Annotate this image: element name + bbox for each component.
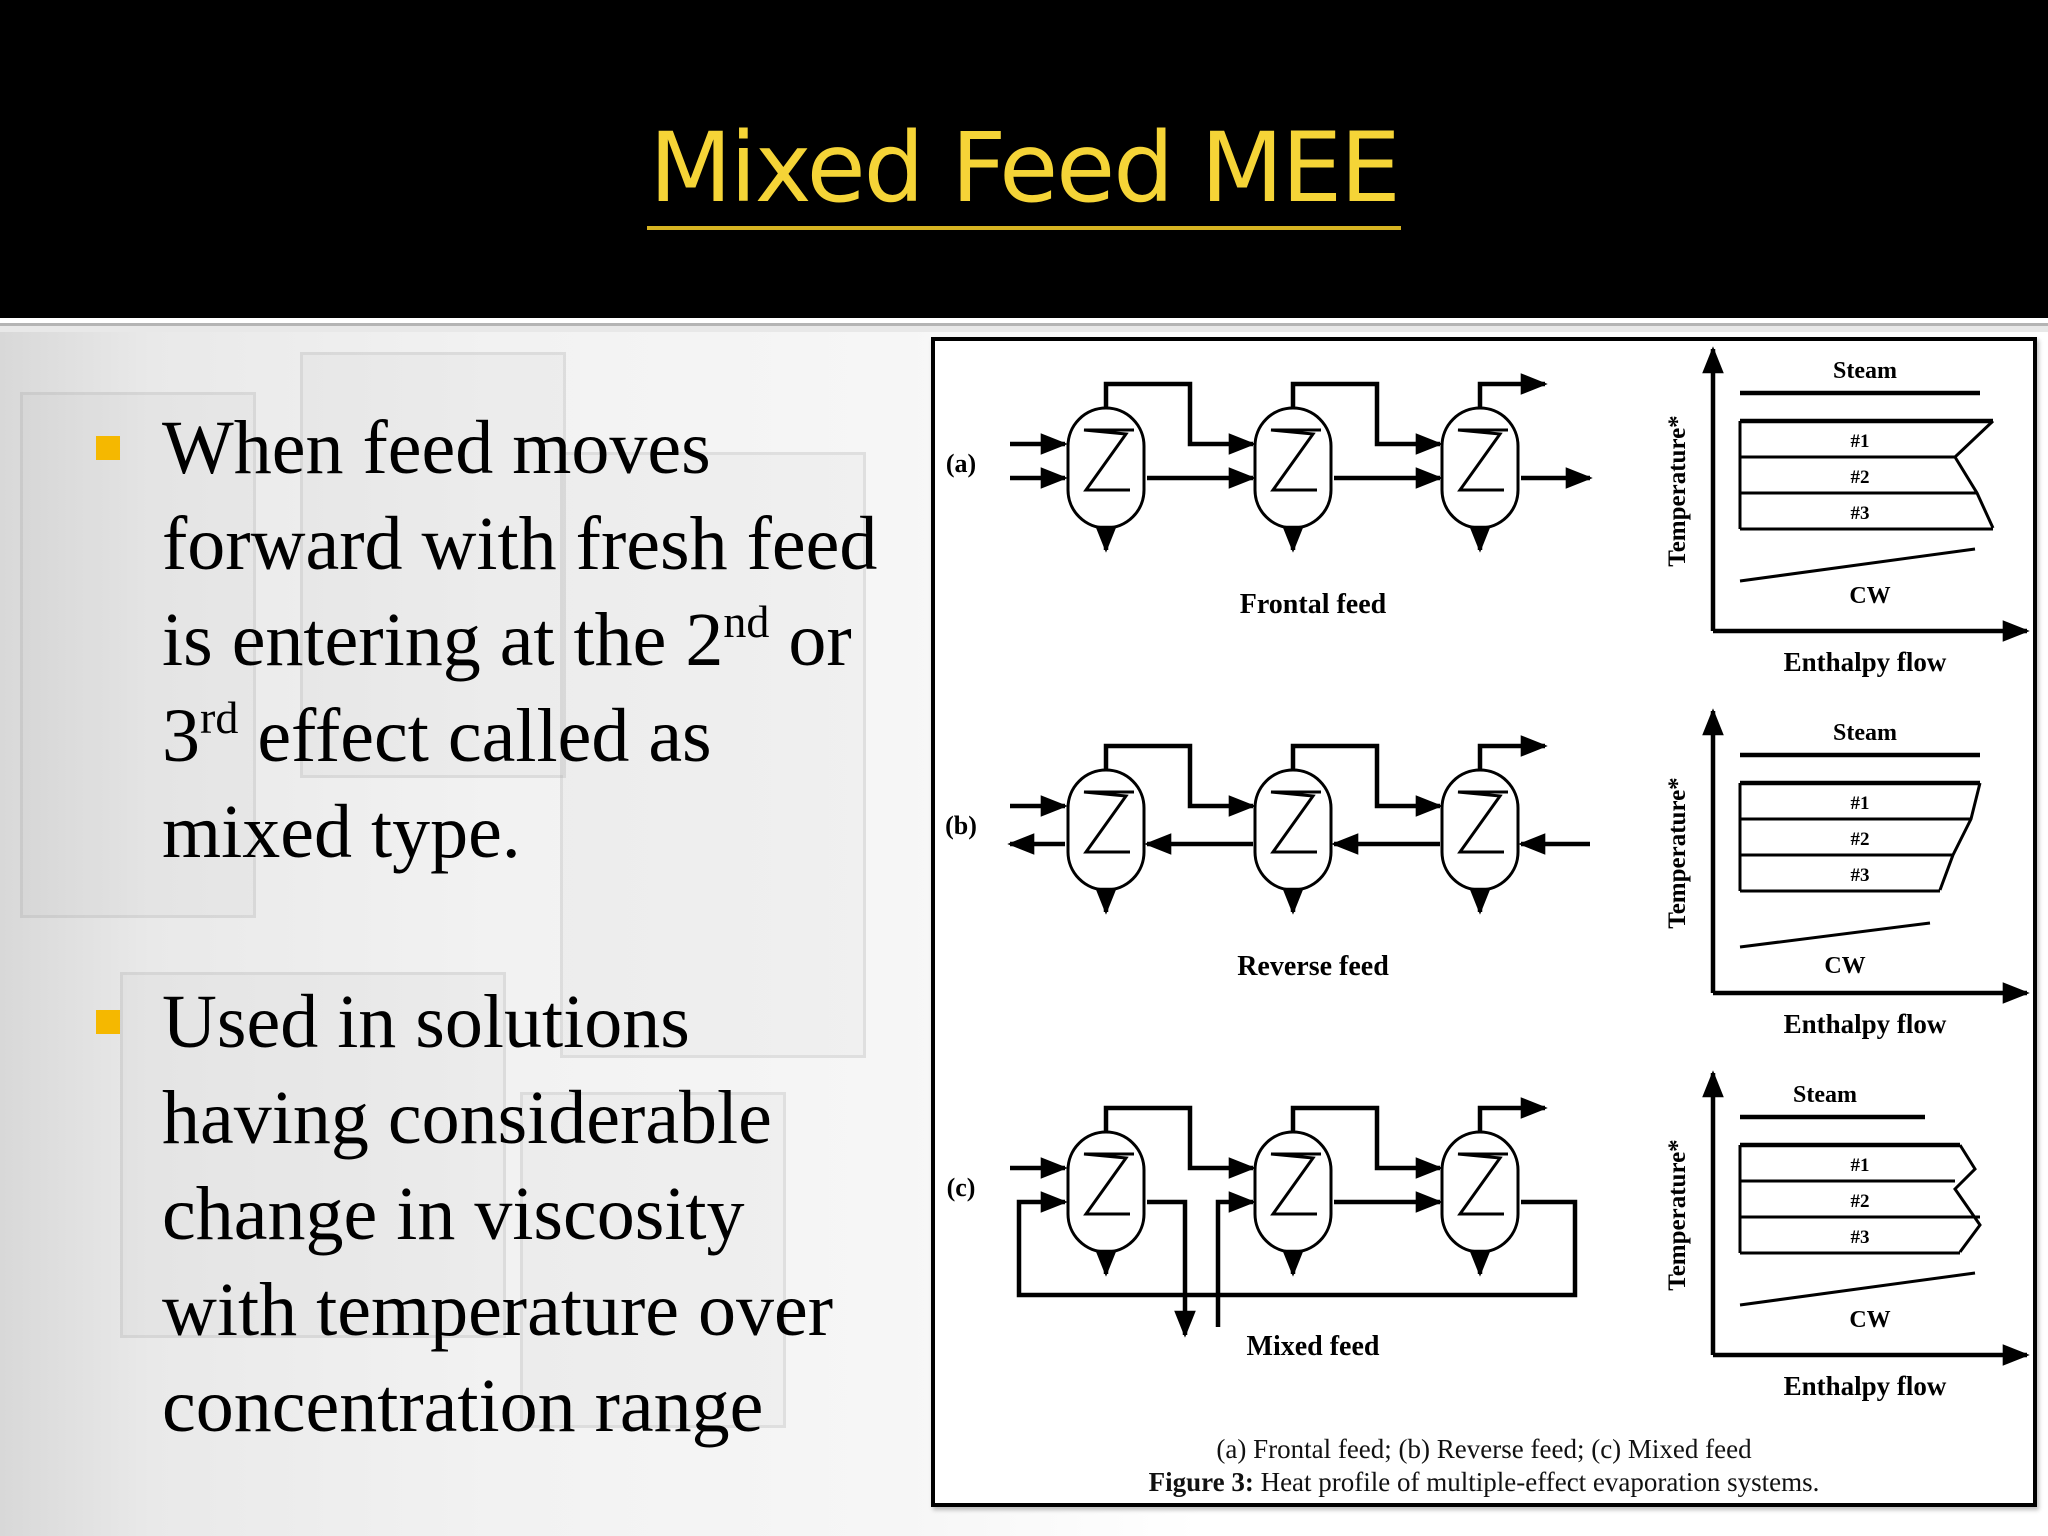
figure-caption: Figure 3: Heat profile of multiple-effec… (935, 1467, 2033, 1498)
enthalpy-axis-label: Enthalpy flow (1784, 647, 1947, 677)
vapor-line (1290, 743, 1443, 817)
effect-label: #3 (1851, 1227, 1870, 1248)
mixed-feed-line (1215, 1191, 1256, 1327)
vapor-outlet-line (1477, 735, 1548, 770)
evaporator-body (1253, 406, 1333, 530)
bullet-line: with temperature over (162, 1268, 834, 1352)
cw-label: CW (1824, 953, 1865, 979)
vapor-line (1290, 381, 1443, 455)
title-bar (0, 0, 2048, 318)
temperature-axis-label: Temperature* (1664, 415, 1691, 566)
vapor-outlet-line (1477, 373, 1548, 408)
effect-label: #3 (1851, 865, 1870, 886)
bullet-line: mixed type. (162, 790, 521, 874)
temperature-axis-label: Temperature* (1664, 777, 1691, 928)
bullet-square-icon (96, 1010, 120, 1034)
vapor-line (1103, 743, 1256, 817)
steam-label: Steam (1833, 720, 1897, 746)
evaporator-body (1253, 768, 1333, 892)
bullet-2-text: Used in solutions having considerable chan… (162, 974, 936, 1454)
temperature-axis-label: Temperature* (1664, 1139, 1691, 1290)
cooling-water-line (1739, 1271, 1976, 1307)
panel-letter: (b) (945, 811, 977, 840)
bullet-line: change in viscosity (162, 1172, 745, 1256)
heating-coil (1457, 790, 1508, 854)
figure-caption-label: Figure 3: (1148, 1467, 1254, 1497)
enthalpy-axis-label: Enthalpy flow (1784, 1009, 1947, 1039)
heating-coil (1083, 428, 1134, 492)
product-outlet-line (1147, 1199, 1196, 1338)
profile-right (1938, 782, 1982, 891)
evaporator-body (1066, 1130, 1146, 1254)
slide-title-text: Mixed Feed MEE (647, 112, 1401, 230)
enthalpy-axis-label: Enthalpy flow (1784, 1371, 1947, 1401)
bullet-1: When feed moves forward with fresh feed is… (96, 400, 936, 880)
profile-right (1953, 1144, 1982, 1253)
heating-coil (1270, 790, 1321, 854)
panel-a: (a) Frontal feed Temperature* Enthalpy flow… (946, 346, 2030, 677)
recycle-loop (1016, 1191, 1578, 1298)
heating-coil (1457, 1152, 1508, 1216)
effect-label: #2 (1851, 467, 1870, 488)
effect-label: #2 (1851, 829, 1870, 850)
bullet-line: having considerable (162, 1076, 772, 1160)
panel-b: (b) Reverse feed Temperature* Enthalpy flow… (945, 708, 2030, 1039)
evaporator-body (1066, 768, 1146, 892)
cw-label: CW (1849, 1307, 1890, 1333)
bullet-1-text: When feed moves forward with fresh feed is… (162, 400, 936, 880)
vapor-line (1103, 381, 1256, 455)
effect-label: #2 (1851, 1191, 1870, 1212)
bullet-line: 3rd effect called as (162, 692, 712, 778)
bullet-2: Used in solutions having considerable chan… (96, 974, 936, 1454)
steam-label: Steam (1793, 1082, 1857, 1108)
vapor-outlet-line (1477, 1097, 1548, 1132)
panel-title: Mixed feed (1247, 1331, 1380, 1362)
steam-label: Steam (1833, 358, 1897, 384)
bullet-line: is entering at the 2nd or (162, 596, 852, 682)
panel-c: (c) Mixed feed Temperature* Enthalpy flow St… (947, 1070, 2030, 1401)
bullet-line: forward with fresh feed (162, 502, 878, 586)
cooling-water-line (1739, 921, 1931, 949)
panel-letter: (c) (947, 1173, 976, 1202)
slide-title: Mixed Feed MEE (0, 112, 2048, 230)
header-divider (0, 318, 2048, 332)
effect-label: #1 (1851, 1155, 1870, 1176)
evaporator-body (1066, 406, 1146, 530)
heating-coil (1270, 428, 1321, 492)
evaporator-body (1253, 1130, 1333, 1254)
bullet-square-icon (96, 436, 120, 460)
vapor-line (1290, 1105, 1443, 1179)
heating-coil (1457, 428, 1508, 492)
heating-coil (1083, 790, 1134, 854)
profile-right (1953, 419, 1995, 529)
panel-title: Frontal feed (1240, 589, 1387, 620)
cw-label: CW (1849, 583, 1890, 609)
vapor-line (1103, 1105, 1256, 1179)
evaporator-body (1440, 406, 1520, 530)
evaporator-body (1440, 1130, 1520, 1254)
heating-coil (1270, 1152, 1321, 1216)
cooling-water-line (1739, 547, 1976, 583)
panel-letter: (a) (946, 449, 976, 478)
panel-title: Reverse feed (1237, 951, 1389, 982)
figure-caption-text: Heat profile of multiple-effect evaporat… (1253, 1467, 1820, 1497)
bullet-line: Used in solutions (162, 980, 690, 1064)
bullet-line: concentration range (162, 1364, 764, 1448)
figure-caption-subtitles: (a) Frontal feed; (b) Reverse feed; (c) … (1216, 1434, 1752, 1464)
effect-label: #3 (1851, 503, 1870, 524)
heating-coil (1083, 1152, 1134, 1216)
bullet-line: When feed moves (162, 406, 711, 490)
evaporator-body (1440, 768, 1520, 892)
effect-label: #1 (1851, 793, 1870, 814)
effect-label: #1 (1851, 431, 1870, 452)
